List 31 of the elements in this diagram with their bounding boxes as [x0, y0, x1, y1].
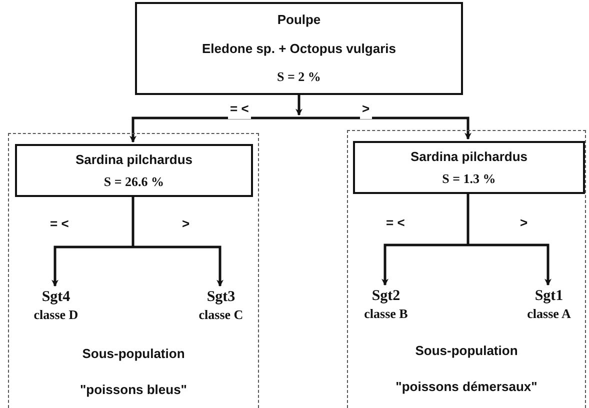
group-label: Sgt1: [534, 287, 564, 305]
subpopulation-panel: [347, 130, 586, 408]
box-title: Sardina pilchardus: [75, 150, 193, 169]
group-label: Sgt3: [206, 288, 236, 306]
box-title: Poulpe: [277, 11, 321, 30]
box-subtitle: Eledone sp. + Octopus vulgaris: [202, 40, 396, 58]
class-label: classe A: [527, 305, 571, 323]
arrow: [468, 244, 552, 286]
group-label: Sgt4: [42, 288, 70, 306]
species-box: [15, 144, 253, 197]
group-label: Sgt2: [372, 287, 400, 305]
threshold-text: S = 2 %: [277, 68, 321, 86]
class-label: classe B: [364, 305, 408, 323]
arrow: [296, 95, 302, 116]
panel-heading: Sous-population: [82, 345, 185, 363]
panel-heading: Sous-population: [415, 342, 518, 360]
class-label: classe C: [198, 306, 244, 324]
arrow: [382, 244, 468, 286]
box-title: Sardina pilchardus: [410, 148, 528, 166]
arrow: [130, 116, 299, 143]
panel-subtitle: "poissons bleus": [80, 380, 187, 399]
threshold-text: S = 26.6 %: [104, 173, 164, 191]
species-box: [353, 141, 585, 194]
panel-subtitle: "poissons démersaux": [396, 378, 538, 396]
arrow: [52, 246, 133, 287]
class-label: classe D: [34, 306, 78, 324]
arrow: [133, 246, 224, 287]
arrow: [299, 116, 472, 140]
threshold-text: S = 1.3 %: [442, 170, 496, 188]
subpopulation-panel: [8, 133, 259, 408]
root-box: [135, 2, 463, 95]
